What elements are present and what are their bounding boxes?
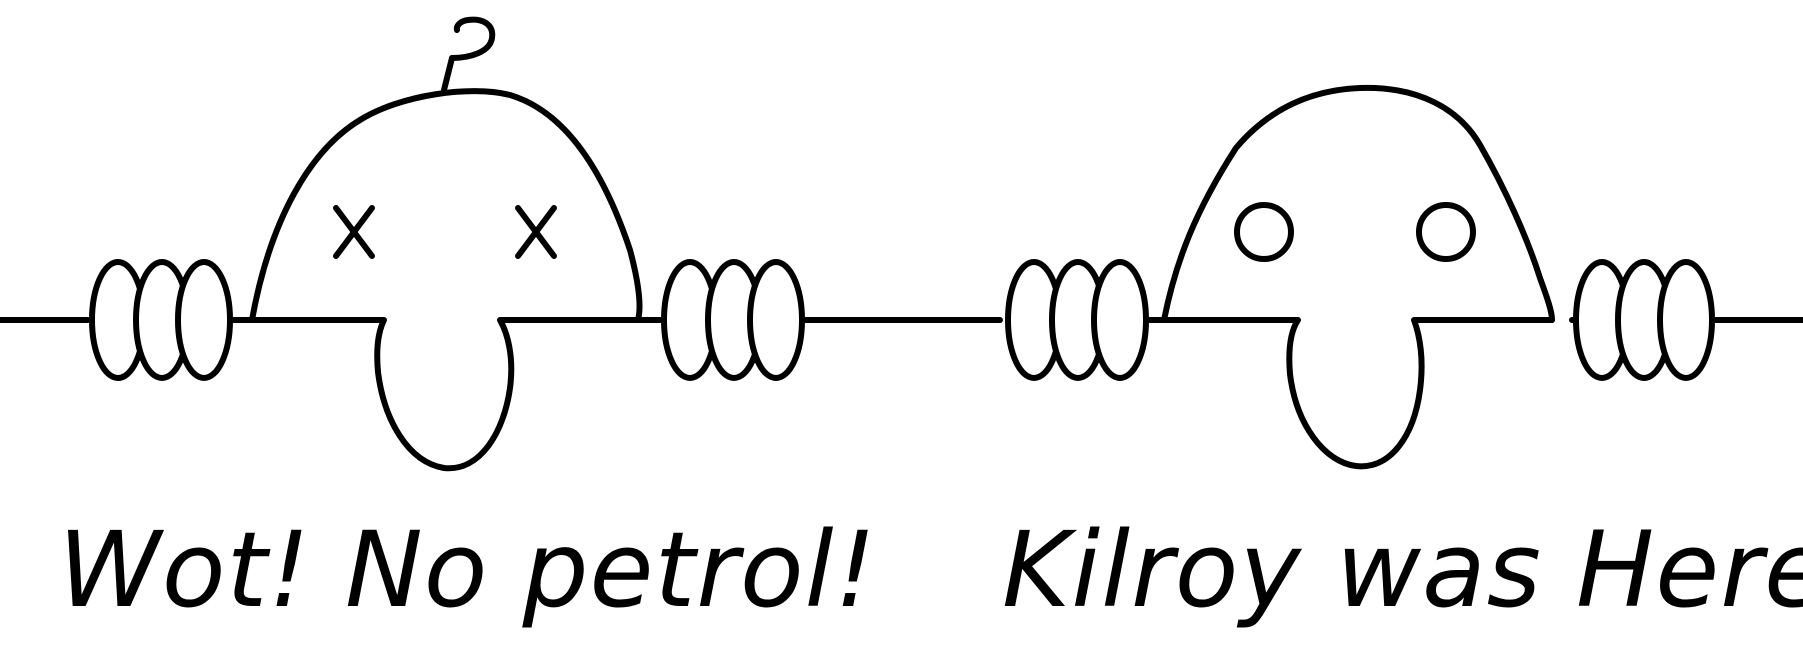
finger [175, 259, 233, 381]
kilroy-right-hand [1573, 259, 1715, 381]
chad-left-hand [89, 259, 233, 381]
kilroy-round-eye-left [1234, 202, 1294, 262]
finger [1657, 259, 1715, 381]
kilroy-figure [1005, 84, 1715, 470]
chad-x-eye-left [333, 205, 375, 259]
chad-hair-curl [441, 16, 496, 93]
chad-nose [249, 317, 641, 472]
kilroy-head [1161, 84, 1555, 323]
chad-figure [89, 16, 805, 472]
kilroy-left-hand [1005, 259, 1149, 381]
caption-kilroy-was-here: Kilroy was Here [1002, 509, 1803, 631]
kilroy-nose [1161, 317, 1555, 470]
kilroy-round-eye-right [1416, 202, 1476, 262]
chad-head [249, 88, 643, 323]
finger [1091, 259, 1149, 381]
finger [747, 259, 805, 381]
caption-wot-no-petrol: Wot! No petrol! [58, 509, 878, 631]
chad-x-eye-right [515, 205, 557, 259]
chad-right-hand [661, 259, 805, 381]
